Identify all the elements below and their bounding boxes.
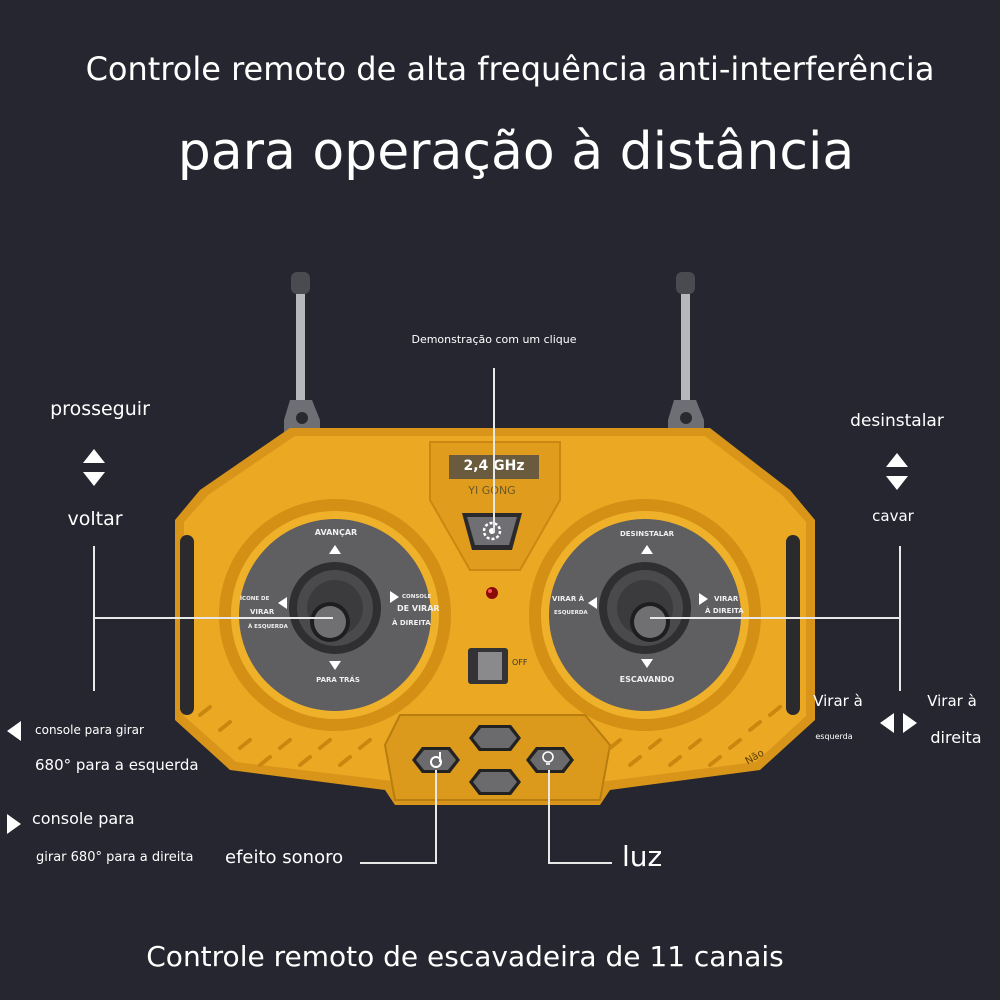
rotate-right-line-2: girar 680° para a direita xyxy=(36,850,194,865)
sound-leader-line xyxy=(435,770,437,864)
left-antenna xyxy=(284,272,320,442)
right-disc-down-label: ESCAVANDO xyxy=(619,675,675,684)
switch-off-label: OFF xyxy=(512,658,528,667)
turn-right-line-1: Virar à xyxy=(927,692,977,710)
left-disc-up-label: AVANÇAR xyxy=(314,528,358,537)
right-stick-up-label: desinstalar xyxy=(850,411,944,431)
demo-callout: Demonstração com um clique xyxy=(411,333,577,346)
right-disc-left-label-2: ESQUERDA xyxy=(554,610,588,616)
sound-effect-label: efeito sonoro xyxy=(225,847,344,868)
arrow-down-icon xyxy=(83,472,105,486)
right-disc-left-label-1: VIRAR À xyxy=(552,595,585,603)
turn-left-line-1: Virar à xyxy=(813,692,863,710)
arrow-left-icon xyxy=(7,721,21,741)
left-disc-left-label-3: À ESQUERDA xyxy=(248,624,288,630)
turn-right-line-2: direita xyxy=(930,728,982,747)
right-disc-up-label: DESINSTALAR xyxy=(619,530,675,538)
light-button xyxy=(526,747,574,773)
turn-left-line-2: esquerda xyxy=(815,732,853,741)
right-joystick xyxy=(599,562,691,654)
arrow-down-icon xyxy=(886,476,908,490)
left-stick-vertical-line xyxy=(93,546,95,691)
boom-button-top xyxy=(469,725,521,751)
sound-leader-line-horizontal xyxy=(360,862,437,864)
right-stick-leader-line xyxy=(650,617,900,619)
left-disc-down-label: PARA TRÁS xyxy=(316,676,360,684)
light-leader-line-horizontal xyxy=(548,862,612,864)
headline-line-1: Controle remoto de alta frequência anti-… xyxy=(85,50,935,88)
rotate-right-line-1: console para xyxy=(32,809,135,828)
left-joystick xyxy=(289,562,381,654)
sound-button xyxy=(412,747,460,773)
right-disc-right-label-2: À DIREITA xyxy=(705,607,744,615)
right-stick-vertical-line xyxy=(899,546,901,691)
gear-icon xyxy=(482,521,502,541)
brand-label: YI GONG xyxy=(468,484,516,497)
boom-button-bottom xyxy=(469,769,521,795)
left-stick-down-label: voltar xyxy=(67,508,123,530)
right-stick-down-label: cavar xyxy=(872,507,914,525)
arrow-up-icon xyxy=(886,453,908,467)
rotate-left-line-1: console para girar xyxy=(35,723,144,737)
arrow-left-icon xyxy=(880,713,894,733)
left-disc-right-label-2: DE VIRAR xyxy=(397,604,440,613)
arrow-right-icon xyxy=(7,814,21,834)
left-stick-leader-line xyxy=(93,617,333,619)
left-disc-left-label-2: VIRAR xyxy=(250,608,275,616)
arrow-right-icon xyxy=(903,713,917,733)
light-leader-line xyxy=(548,770,550,864)
arrow-up-icon xyxy=(83,449,105,463)
rotate-left-line-2: 680° para a esquerda xyxy=(35,756,199,774)
demo-leader-line xyxy=(493,368,495,533)
right-disc-right-label-1: VIRAR xyxy=(714,595,739,603)
footer-title: Controle remoto de escavadeira de 11 can… xyxy=(146,940,784,973)
left-disc-right-label-3: À DIREITA xyxy=(392,619,431,627)
headline-line-2: para operação à distância xyxy=(177,122,855,182)
light-label: luz xyxy=(622,840,663,873)
right-antenna xyxy=(668,272,704,442)
lightbulb-icon xyxy=(542,751,554,763)
left-disc-right-label-1: CONSOLE xyxy=(402,594,432,600)
left-disc-left-label-1: ÍCONE DE xyxy=(240,596,270,602)
led-indicator xyxy=(486,587,498,599)
left-stick-up-label: prosseguir xyxy=(50,398,150,420)
